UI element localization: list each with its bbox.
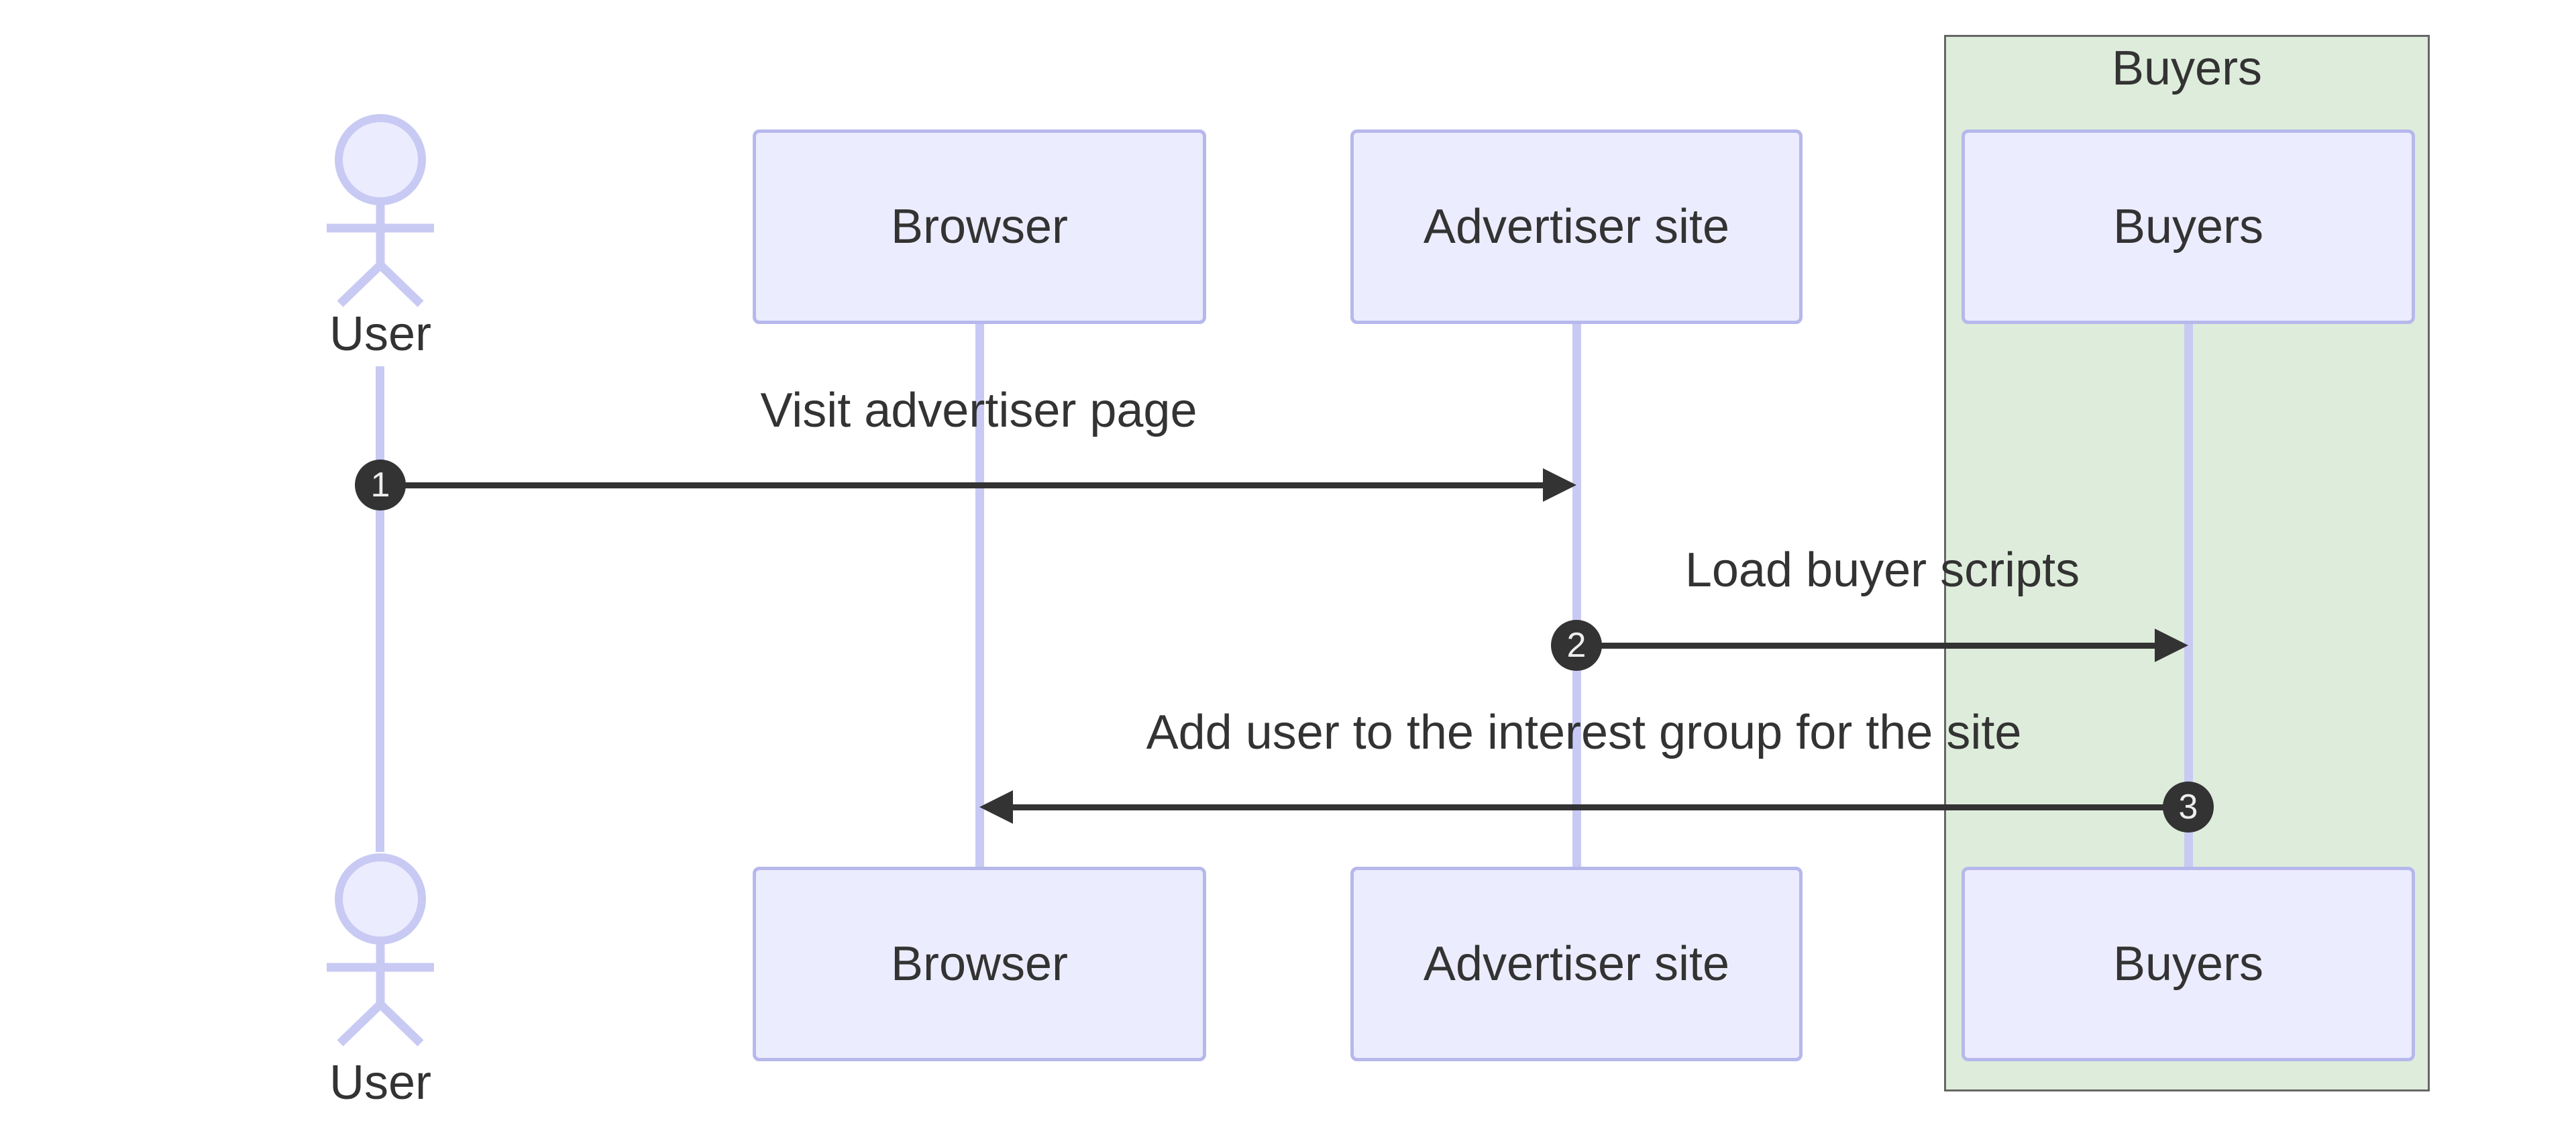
message-3-arrowhead-icon (979, 790, 1013, 824)
message-1-label: Visit advertiser page (760, 384, 1197, 437)
message-2-line (1576, 643, 2158, 649)
message-2-badge: 2 (1551, 620, 1602, 671)
user-lifeline (376, 366, 384, 852)
message-3-number: 3 (2178, 788, 2198, 826)
advertiser-lifeline (1572, 324, 1581, 867)
browser-box-bottom-label: Browser (890, 937, 1069, 991)
buyers-lifeline (2184, 324, 2193, 867)
message-1-badge: 1 (355, 460, 406, 511)
buyers-box-bottom: Buyers (1962, 867, 2415, 1061)
message-1-arrowhead-icon (1543, 468, 1576, 502)
browser-box-top: Browser (753, 129, 1206, 324)
user-actor-icon (327, 853, 434, 1047)
message-2-number: 2 (1566, 626, 1587, 665)
browser-box-top-label: Browser (890, 200, 1069, 254)
advertiser-box-top: Advertiser site (1350, 129, 1803, 324)
message-3-line (1010, 804, 2188, 810)
user-actor-top-label: User (329, 307, 432, 361)
buyers-box-top: Buyers (1962, 129, 2415, 324)
message-3-badge: 3 (2163, 782, 2214, 833)
advertiser-box-top-label: Advertiser site (1423, 200, 1730, 254)
browser-lifeline (975, 324, 984, 867)
user-actor-bottom-label: User (329, 1056, 432, 1110)
buyers-group-title: Buyers (2111, 42, 2263, 95)
message-1-number: 1 (370, 466, 390, 504)
advertiser-box-bottom-label: Advertiser site (1423, 937, 1730, 991)
buyers-box-top-label: Buyers (2112, 200, 2264, 254)
advertiser-box-bottom: Advertiser site (1350, 867, 1803, 1061)
browser-box-bottom: Browser (753, 867, 1206, 1061)
message-2-arrowhead-icon (2155, 629, 2188, 662)
buyers-box-bottom-label: Buyers (2112, 937, 2264, 991)
message-1-line (380, 482, 1546, 488)
message-3-label: Add user to the interest group for the s… (1146, 706, 2022, 759)
message-2-label: Load buyer scripts (1684, 543, 2080, 597)
user-actor-icon (327, 114, 434, 307)
